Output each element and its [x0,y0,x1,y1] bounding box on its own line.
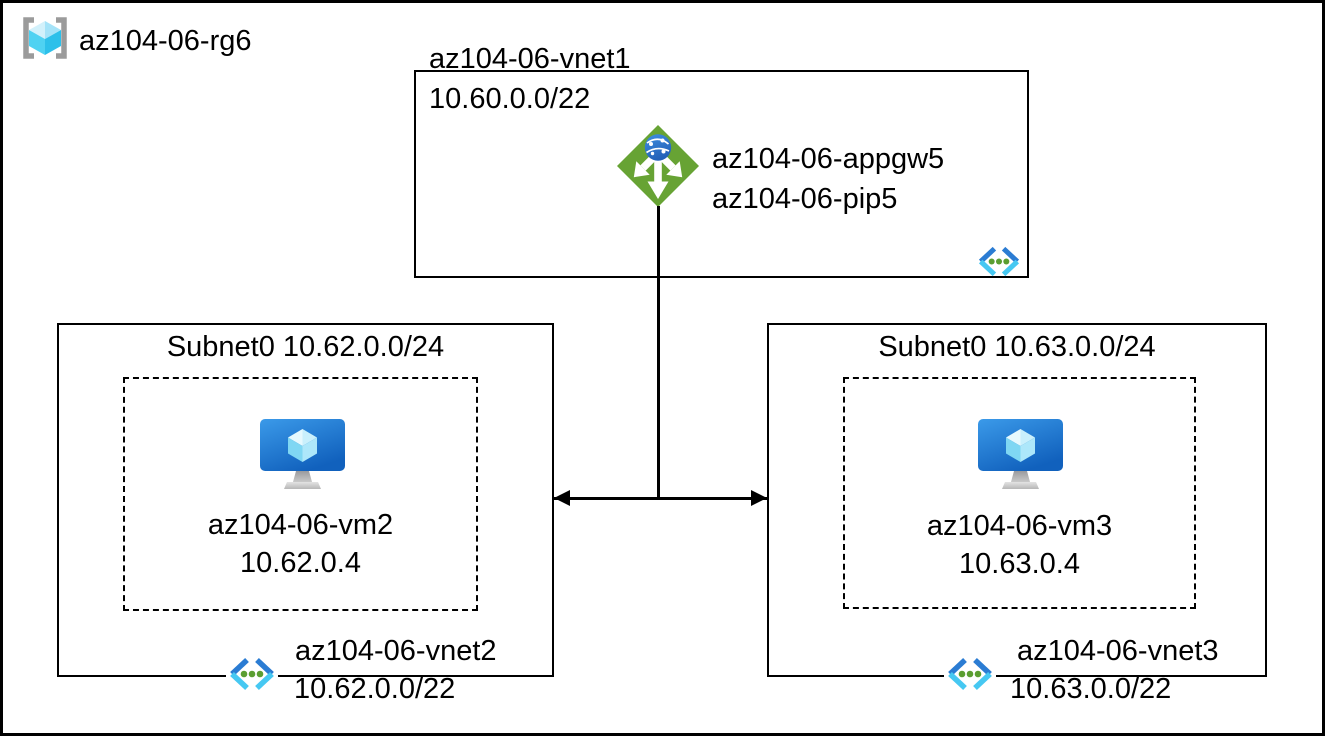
resource-group-icon [18,15,72,61]
vnet2-subnet-dashed-box [123,377,478,611]
vm3-virtual-machine-icon [978,419,1063,492]
appgw-pip-label: az104-06-pip5 [712,183,898,215]
vnet1-cidr-label: 10.60.0.0/22 [429,83,591,115]
appgw-name-label: az104-06-appgw5 [712,143,945,175]
application-gateway-icon [616,124,700,208]
vnet3-virtual-network-icon [944,656,996,692]
arrowhead-right-icon [751,490,767,506]
vm3-ip-label: 10.63.0.4 [959,548,1080,580]
vm3-name-label: az104-06-vm3 [926,510,1113,542]
vnet3-cidr-label: 10.63.0.0/22 [1010,673,1172,705]
vm2-name-label: az104-06-vm2 [207,509,394,541]
arrowhead-left-icon [554,490,570,506]
subnet0-left-title: Subnet0 10.62.0.0/24 [166,331,445,363]
vnet1-title: az104-06-vnet1 [429,43,631,75]
vnet1-box [414,70,1029,278]
vnet1-virtual-network-icon [975,245,1023,278]
appgw-connector-line [657,206,660,500]
vnet3-subnet-dashed-box [843,377,1196,609]
vnet2-name-label: az104-06-vnet2 [291,635,501,669]
vm2-virtual-machine-icon [260,419,345,492]
vnet3-name-label: az104-06-vnet3 [1013,635,1223,669]
vm2-ip-label: 10.62.0.4 [240,547,361,579]
vnet2-box [57,323,554,677]
vnet2-cidr-label: 10.62.0.0/22 [294,673,456,705]
resource-group-label: az104-06-rg6 [79,25,252,57]
vnet2-virtual-network-icon [226,656,278,692]
vnet3-box [767,323,1267,677]
subnet0-right-title: Subnet0 10.63.0.0/24 [878,331,1156,363]
peering-connector-line [554,497,767,500]
